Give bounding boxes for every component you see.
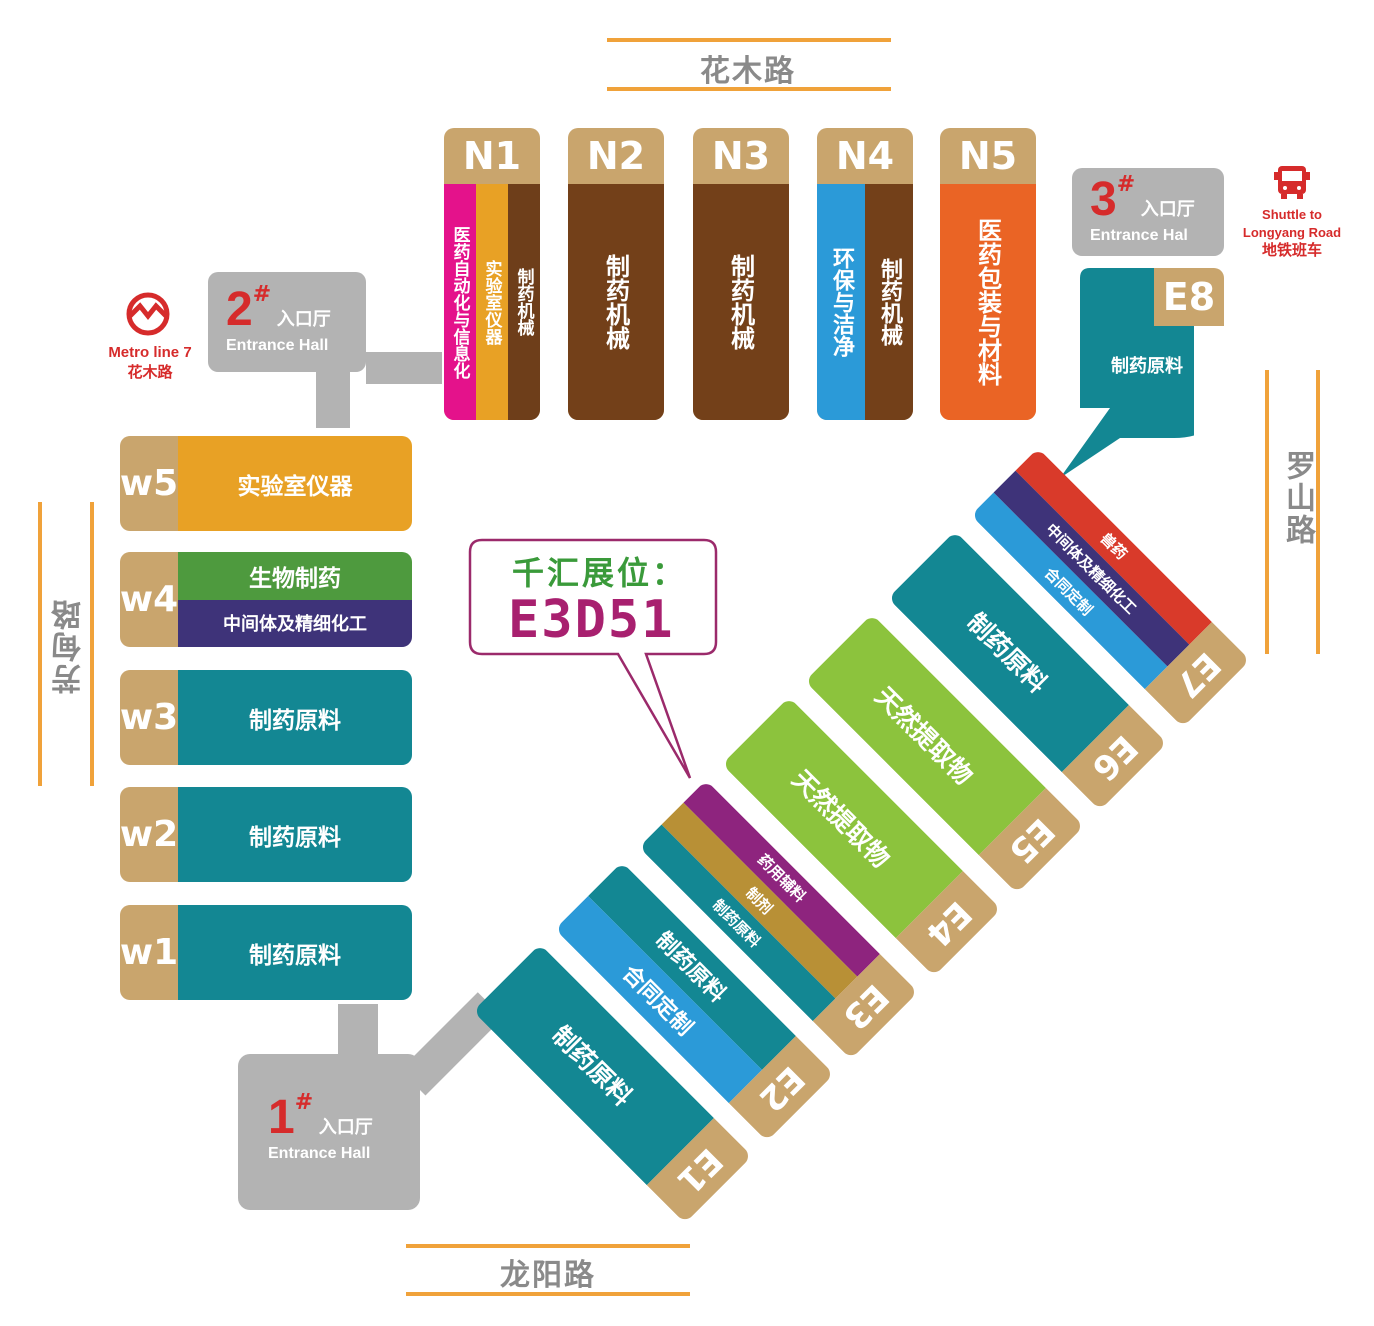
hall-n4-section: 环保与洁净 <box>817 184 865 420</box>
shuttle-label: Shuttle to Longyang Road 地铁班车 <box>1242 207 1342 259</box>
hall-section-text: 制药机械 <box>726 254 755 350</box>
road-line-left <box>38 502 42 786</box>
entrance-1-label: 1# 入口厅 Entrance Hall <box>268 1090 373 1162</box>
entrance-1-connector <box>338 1004 378 1060</box>
road-label-top: 花木路 <box>700 54 796 89</box>
hall-w2-section: 制药原料 <box>178 787 412 882</box>
hall-n3-section: 制药机械 <box>693 184 789 420</box>
hall-w5-label: w5 <box>120 436 178 531</box>
entrance-2-link <box>366 352 442 384</box>
booth-callout-title: 千汇展位： <box>512 554 688 592</box>
hall-n1-section: 医药自动化与信息化 <box>444 184 476 420</box>
road-line-left-2 <box>90 502 94 786</box>
metro-icon <box>126 292 170 336</box>
road-label-left: 芳甸路 <box>52 598 87 694</box>
hall-w1-section: 制药原料 <box>178 905 412 1000</box>
hall-n1-section: 制药机械 <box>508 184 540 420</box>
hall-w4-section: 生物制药 <box>178 552 412 600</box>
hall-n2-section: 制药机械 <box>568 184 664 420</box>
booth-callout-number: E3D51 <box>508 590 675 650</box>
road-line-bottom <box>406 1244 690 1248</box>
hall-section-text: 医药自动化与信息化 <box>449 225 470 379</box>
entrance-1-box[interactable] <box>238 1054 420 1210</box>
hall-e8-label: E8 <box>1154 268 1224 326</box>
road-line-right <box>1265 370 1269 654</box>
hall-section-text: 实验室仪器 <box>481 259 502 345</box>
hall-w3-section: 制药原料 <box>178 670 412 765</box>
hall-n3-label: N3 <box>711 134 771 178</box>
bus-icon <box>1272 162 1312 202</box>
hall-n1-section: 实验室仪器 <box>476 184 508 420</box>
hall-w4-section: 中间体及精细化工 <box>178 599 412 647</box>
hall-section-text: 环保与洁净 <box>829 247 854 357</box>
entrance-2-connector <box>316 372 350 428</box>
entrance-3-box[interactable] <box>1072 168 1224 256</box>
hall-n3[interactable]: N3 制药机械 <box>693 128 789 420</box>
metro-label: Metro line 7 花木路 <box>108 344 192 381</box>
entrance-3-label: 3# 入口厅 Entrance Hal <box>1090 172 1195 244</box>
road-label-bottom: 龙阳路 <box>500 1258 596 1293</box>
hall-n4-label: N4 <box>835 134 895 178</box>
hall-n5-section: 医药包装与材料 <box>940 184 1036 420</box>
hall-w3-label: w3 <box>120 670 178 765</box>
hall-n4[interactable]: N4 环保与洁净制药机械 <box>817 128 913 420</box>
hall-w2-label: w2 <box>120 787 178 882</box>
hall-e8[interactable]: E8 制药原料 <box>1060 268 1224 478</box>
hall-n4-section: 制药机械 <box>865 184 913 420</box>
hall-section-text: 制药机械 <box>877 258 902 346</box>
hall-e8-section: 制药原料 <box>1111 356 1183 377</box>
hall-w1-label: w1 <box>120 905 178 1000</box>
road-line-right-2 <box>1316 370 1320 654</box>
hall-section-text: 医药包装与材料 <box>973 218 1002 386</box>
hall-n2[interactable]: N2 制药机械 <box>568 128 664 420</box>
road-line-top-2 <box>607 87 891 91</box>
hall-n5-label: N5 <box>958 134 1018 178</box>
booth-callout-bubble <box>468 538 718 779</box>
entrance-2-label: 2# 入口厅 Entrance Hall <box>226 282 331 354</box>
hall-w4-label: w4 <box>120 552 178 647</box>
road-line-top <box>607 38 891 42</box>
entrance-2-box[interactable] <box>208 272 366 372</box>
road-label-right: 罗山路 <box>1280 450 1315 546</box>
hall-w5-section: 实验室仪器 <box>178 436 412 531</box>
hall-section-text: 制药机械 <box>513 268 534 336</box>
hall-n1-label: N1 <box>462 134 522 178</box>
hall-section-text: 制药机械 <box>601 254 630 350</box>
hall-n1[interactable]: N1 医药自动化与信息化实验室仪器制药机械 <box>444 128 540 420</box>
road-line-bottom-2 <box>406 1292 690 1296</box>
hall-n2-label: N2 <box>586 134 646 178</box>
hall-n5[interactable]: N5 医药包装与材料 <box>940 128 1036 420</box>
